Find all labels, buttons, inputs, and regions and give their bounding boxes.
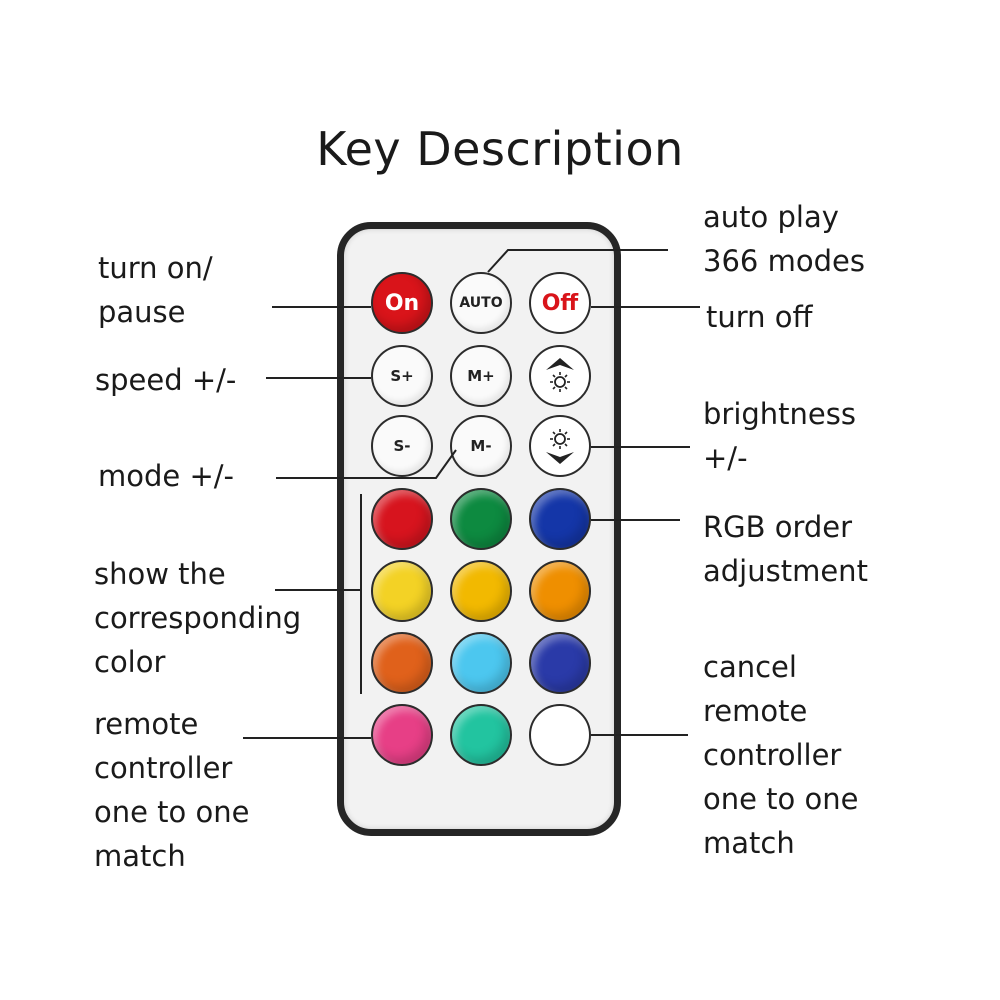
color-button-white[interactable]: [529, 704, 591, 766]
color-button-indigo[interactable]: [529, 632, 591, 694]
mode-up-button[interactable]: M+: [450, 345, 512, 407]
color-button-light-blue[interactable]: [450, 632, 512, 694]
label-show-color: show the corresponding color: [94, 557, 302, 679]
auto-button[interactable]: AUTO: [450, 272, 512, 334]
color-button-blue[interactable]: [529, 488, 591, 550]
leader-line-mode: [276, 449, 457, 479]
speed-up-button[interactable]: S+: [371, 345, 433, 407]
brightness-up-button[interactable]: [529, 345, 591, 407]
page-title: Key Description: [316, 122, 684, 176]
color-button-green[interactable]: [450, 488, 512, 550]
speed-down-button[interactable]: S-: [371, 415, 433, 477]
label-turn-on-pause: turn on/ pause: [98, 251, 213, 329]
color-button-yellow[interactable]: [371, 560, 433, 622]
label-remote-match-left: remote controller one to one match: [94, 707, 250, 873]
brightness-up-icon: [546, 358, 574, 392]
color-button-dark-orange[interactable]: [371, 632, 433, 694]
label-mode: mode +/-: [98, 459, 234, 493]
label-turn-off: turn off: [706, 300, 813, 334]
brightness-down-icon: [546, 429, 574, 464]
label-brightness: brightness +/-: [703, 397, 856, 475]
mode-down-button[interactable]: M-: [450, 415, 512, 477]
label-cancel-match: cancel remote controller one to one matc…: [703, 650, 859, 860]
color-button-pink[interactable]: [371, 704, 433, 766]
label-rgb-order: RGB order adjustment: [703, 510, 868, 588]
color-button-orange[interactable]: [529, 560, 591, 622]
color-button-golden-yellow[interactable]: [450, 560, 512, 622]
color-button-red[interactable]: [371, 488, 433, 550]
leader-line-auto: [487, 249, 668, 273]
label-auto-play: auto play 366 modes: [703, 200, 865, 278]
brightness-down-button[interactable]: [529, 415, 591, 477]
off-button[interactable]: Off: [529, 272, 591, 334]
label-speed: speed +/-: [95, 363, 237, 397]
color-button-teal[interactable]: [450, 704, 512, 766]
on-button[interactable]: On: [371, 272, 433, 334]
